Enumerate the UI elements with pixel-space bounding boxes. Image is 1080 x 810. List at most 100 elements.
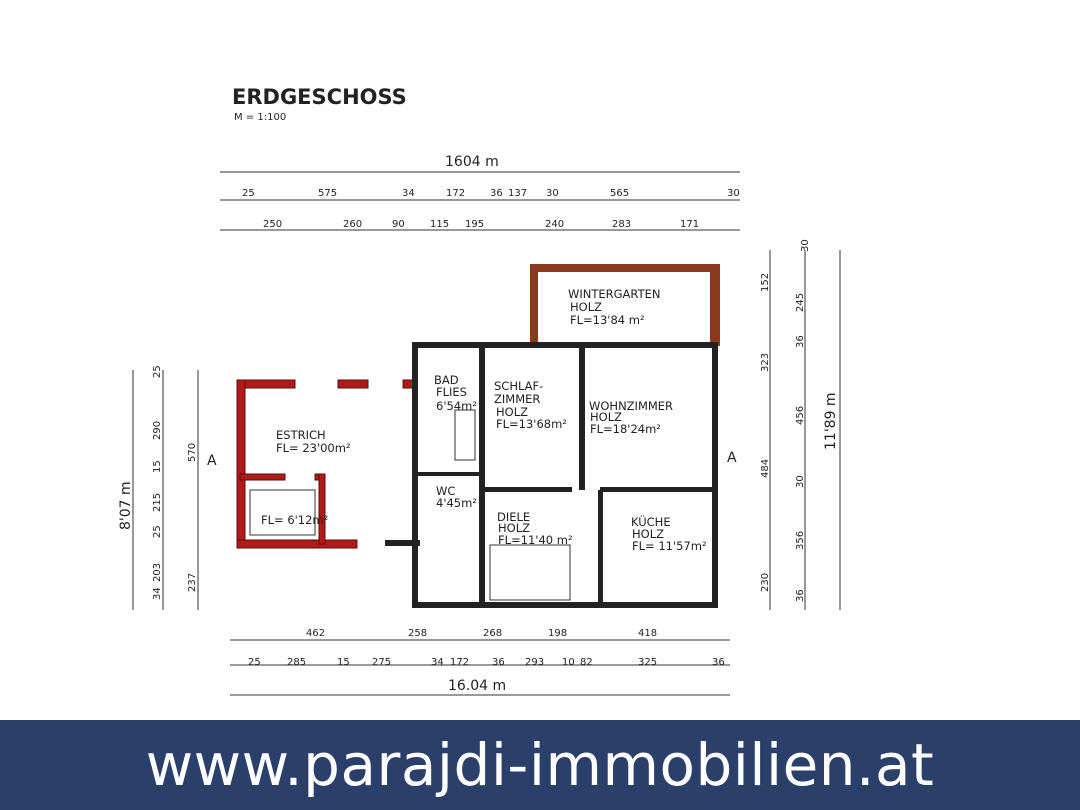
svg-text:FL= 6'12m²: FL= 6'12m² <box>261 513 328 527</box>
dim: 25 <box>152 525 163 538</box>
dim: 34 <box>402 188 415 199</box>
dim: 283 <box>612 219 631 230</box>
website-url[interactable]: www.parajdi-immobilien.at <box>145 731 935 799</box>
dim: 36 <box>492 657 505 668</box>
total-width-bottom: 16.04 m <box>448 678 506 694</box>
dim: 10 <box>562 657 575 668</box>
dim: 172 <box>446 188 465 199</box>
dim: 237 <box>187 573 198 592</box>
dim: 82 <box>580 657 593 668</box>
dim: 250 <box>263 219 282 230</box>
dim: 456 <box>795 406 806 425</box>
plan-title: ERDGESCHOSS <box>232 85 407 109</box>
room-kueche: KÜCHE HOLZ FL= 11'57m² <box>631 513 707 553</box>
dim: 484 <box>760 459 771 478</box>
svg-text:FL=18'24m²: FL=18'24m² <box>590 422 661 436</box>
room-wc: WC 4'45m² <box>436 484 477 510</box>
dim: 258 <box>408 628 427 639</box>
dim: 34 <box>152 587 163 600</box>
svg-text:HOLZ: HOLZ <box>632 527 664 541</box>
room-wohnzimmer: WOHNZIMMER HOLZ FL=18'24m² <box>589 399 673 436</box>
plan-scale: M = 1:100 <box>234 112 286 123</box>
dim: 30 <box>800 239 811 252</box>
svg-text:FL= 23'00m²: FL= 23'00m² <box>276 441 351 455</box>
dim: 565 <box>610 188 629 199</box>
svg-text:HOLZ: HOLZ <box>498 521 530 535</box>
svg-text:FL=13'84 m²: FL=13'84 m² <box>570 313 645 327</box>
dim: 137 <box>508 188 527 199</box>
dim: 203 <box>152 563 163 582</box>
dim: 25 <box>242 188 255 199</box>
dim: 418 <box>638 628 657 639</box>
svg-text:DIELE: DIELE <box>497 510 530 524</box>
room-bad: BAD FLIES 6'54m² <box>434 373 477 413</box>
svg-text:4'45m²: 4'45m² <box>436 496 477 510</box>
svg-text:HOLZ: HOLZ <box>570 300 602 314</box>
total-width-top: 1604 m <box>445 154 499 170</box>
dim: 260 <box>343 219 362 230</box>
svg-text:FL=11'40 m²: FL=11'40 m² <box>498 533 573 547</box>
dim: 25 <box>152 365 163 378</box>
dim: 268 <box>483 628 502 639</box>
dim: 240 <box>545 219 564 230</box>
svg-text:ESTRICH: ESTRICH <box>276 428 326 442</box>
dim: 275 <box>372 657 391 668</box>
section-mark-right: A <box>727 450 737 466</box>
dim: 293 <box>525 657 544 668</box>
dim: 195 <box>465 219 484 230</box>
dim: 30 <box>727 188 740 199</box>
dim: 285 <box>287 657 306 668</box>
dim: 90 <box>392 219 405 230</box>
dim: 172 <box>450 657 469 668</box>
website-banner: www.parajdi-immobilien.at <box>0 720 1080 810</box>
svg-text:WINTERGARTEN: WINTERGARTEN <box>568 287 660 301</box>
room-estrich: ESTRICH FL= 23'00m² <box>276 428 351 455</box>
room-schlafzimmer: SCHLAF- ZIMMER HOLZ FL=13'68m² <box>494 379 567 431</box>
dim: 245 <box>795 293 806 312</box>
svg-text:FL=13'68m²: FL=13'68m² <box>496 417 567 431</box>
dim: 230 <box>760 573 771 592</box>
dim: 36 <box>490 188 503 199</box>
dim: 575 <box>318 188 337 199</box>
svg-text:FL= 11'57m²: FL= 11'57m² <box>632 539 707 553</box>
right-dimensions: 152 36 323 484 30 230 36 30 245 456 356 … <box>760 239 841 610</box>
dim: 171 <box>680 219 699 230</box>
dim: 30 <box>795 475 806 488</box>
dim: 290 <box>152 421 163 440</box>
left-dimensions: 8'07 m 25 290 15 215 25 34 203 570 237 <box>118 365 199 610</box>
room-diele: DIELE HOLZ FL=11'40 m² <box>497 510 573 547</box>
room-wintergarten: WINTERGARTEN HOLZ FL=13'84 m² <box>568 287 660 327</box>
dim: 152 <box>760 273 771 292</box>
svg-text:HOLZ: HOLZ <box>590 410 622 424</box>
dim: 215 <box>152 493 163 512</box>
dim: 198 <box>548 628 567 639</box>
dim: 34 <box>431 657 444 668</box>
dim: 36 <box>712 657 725 668</box>
dim: 15 <box>152 460 163 473</box>
bottom-dimensions: 462 258 268 198 418 25 285 15 275 34 172… <box>230 628 730 696</box>
dim: 25 <box>248 657 261 668</box>
section-mark-left: A <box>207 453 217 469</box>
dim: 15 <box>337 657 350 668</box>
dim: 570 <box>187 443 198 462</box>
dim: 36 <box>795 589 806 602</box>
svg-text:FLIES: FLIES <box>436 385 467 399</box>
dim: 356 <box>795 531 806 550</box>
svg-text:SCHLAF-: SCHLAF- <box>494 379 543 393</box>
svg-text:HOLZ: HOLZ <box>496 405 528 419</box>
svg-text:WOHNZIMMER: WOHNZIMMER <box>589 399 673 413</box>
walls <box>236 264 720 608</box>
dim: 325 <box>638 657 657 668</box>
floor-plan: ERDGESCHOSS M = 1:100 1604 m 25 575 34 1… <box>118 85 841 696</box>
dim: 30 <box>546 188 559 199</box>
room-storage: FL= 6'12m² <box>261 513 328 527</box>
top-dimensions: 1604 m 25 575 34 172 36 137 30 565 30 25… <box>220 154 740 231</box>
svg-text:ZIMMER: ZIMMER <box>494 392 540 406</box>
svg-text:KÜCHE: KÜCHE <box>631 513 671 529</box>
total-height-left: 8'07 m <box>118 481 134 530</box>
svg-text:BAD: BAD <box>434 373 459 387</box>
dim: 36 <box>795 335 806 348</box>
dim: 462 <box>306 628 325 639</box>
svg-text:WC: WC <box>436 484 455 498</box>
dim: 323 <box>760 353 771 372</box>
